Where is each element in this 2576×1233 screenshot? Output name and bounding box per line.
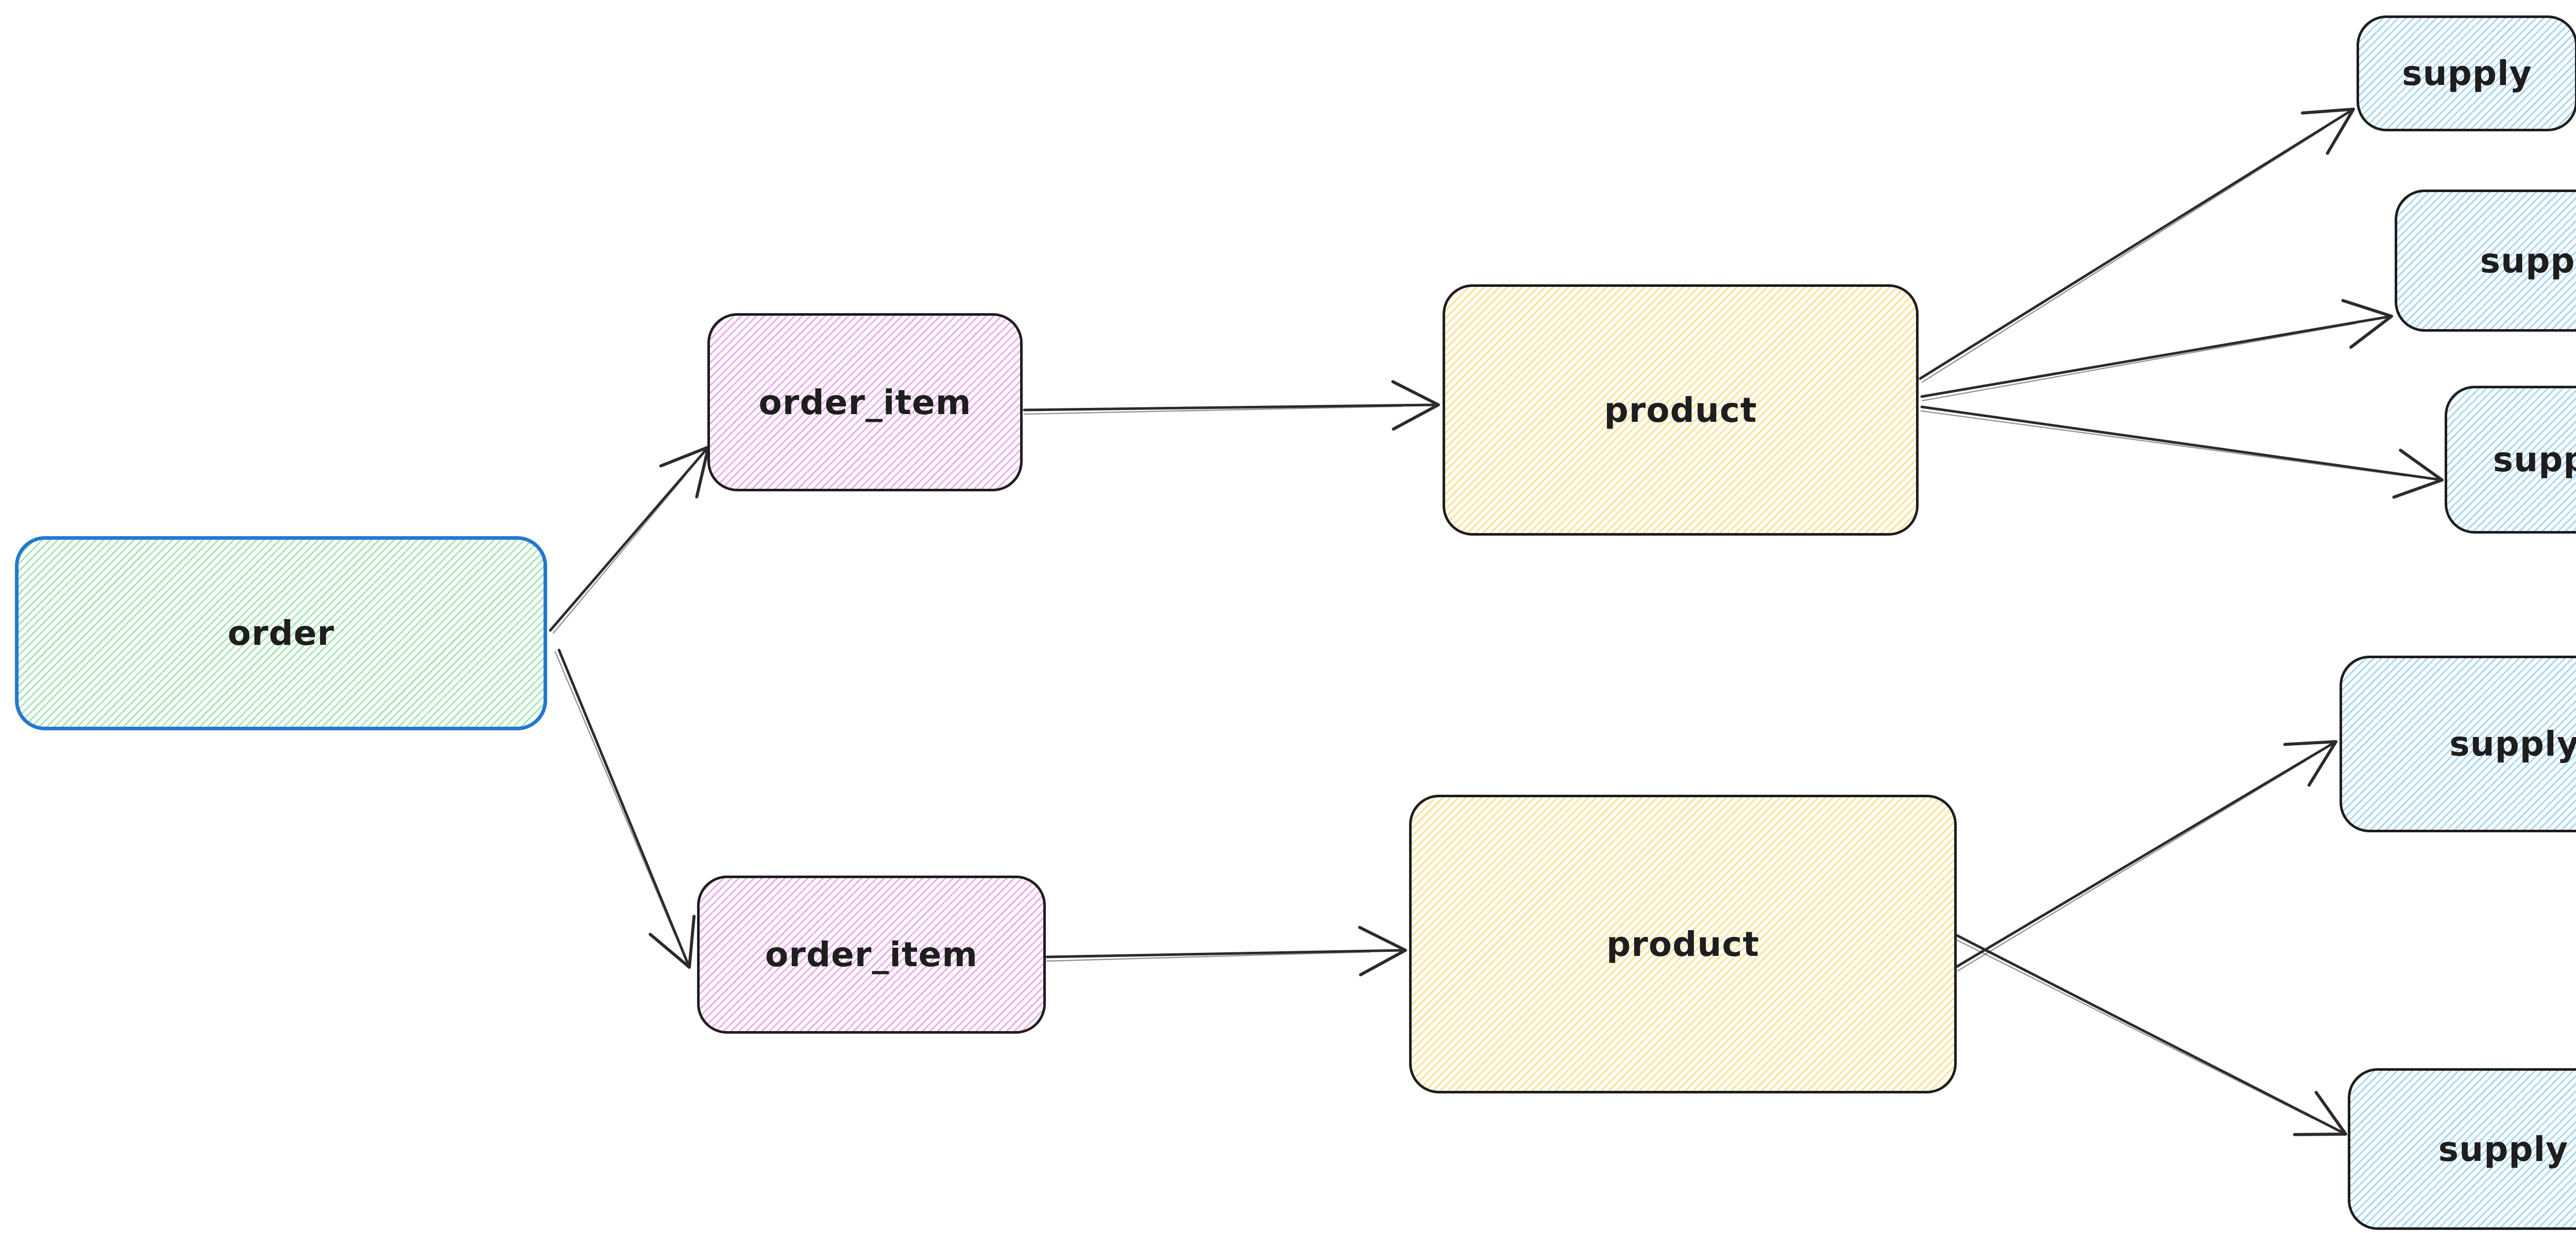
edge-sketch-stroke xyxy=(1957,760,2306,972)
node-label: order_item xyxy=(765,935,978,974)
edge-line xyxy=(557,648,696,969)
node-order-item-1: order_item xyxy=(707,313,1023,491)
edge-sketch-stroke xyxy=(552,474,687,634)
node-label: supply xyxy=(2438,1129,2569,1169)
edge-line xyxy=(1920,405,2444,499)
edge-sketch-stroke xyxy=(1953,937,2314,1120)
edge-product-2-to-supply-4 xyxy=(1954,740,2337,972)
node-label: product xyxy=(1606,924,1760,964)
edge-sketch-stroke xyxy=(1920,410,2407,477)
node-label: order_item xyxy=(758,382,972,422)
node-order: order xyxy=(15,536,547,730)
node-label: product xyxy=(1604,390,1757,430)
edge-product-1-to-supply-3 xyxy=(1920,405,2444,499)
node-supply-3: supply xyxy=(2445,386,2576,534)
edge-sketch-stroke xyxy=(1922,322,2357,402)
node-label: supply xyxy=(2449,724,2576,764)
edge-sketch-stroke xyxy=(554,650,675,935)
edge-sketch-stroke xyxy=(1046,951,1370,962)
edge-group xyxy=(549,108,2444,1136)
edge-line xyxy=(549,446,710,632)
node-label: supply xyxy=(2480,241,2576,281)
edge-order-to-order-item-2 xyxy=(554,648,696,969)
edge-line xyxy=(1920,299,2393,398)
node-supply-1: supply xyxy=(2357,15,2576,131)
edge-order-item-1-to-product-1 xyxy=(1023,380,1440,431)
node-label: order xyxy=(227,613,335,653)
edge-order-item-2-to-product-2 xyxy=(1045,926,1407,977)
node-supply-2: supply xyxy=(2395,190,2576,332)
node-label: supply xyxy=(2493,440,2576,480)
edge-line xyxy=(1023,380,1440,431)
node-product-2: product xyxy=(1409,795,1957,1093)
edge-order-to-order-item-1 xyxy=(549,446,710,634)
node-label: supply xyxy=(2402,54,2532,93)
edge-line xyxy=(1954,933,2347,1136)
node-supply-5: supply xyxy=(2348,1068,2576,1230)
node-order-item-2: order_item xyxy=(697,876,1046,1034)
edge-sketch-stroke xyxy=(1023,405,1403,415)
node-supply-4: supply xyxy=(2340,656,2576,832)
edge-line xyxy=(1045,926,1407,977)
edge-line xyxy=(1954,740,2337,969)
edge-line xyxy=(1919,108,2355,380)
edge-product-2-to-supply-5 xyxy=(1953,933,2347,1136)
edge-sketch-stroke xyxy=(1921,128,2324,383)
edge-product-1-to-supply-1 xyxy=(1919,108,2355,383)
edge-product-1-to-supply-2 xyxy=(1920,299,2393,402)
node-product-1: product xyxy=(1443,284,1919,536)
